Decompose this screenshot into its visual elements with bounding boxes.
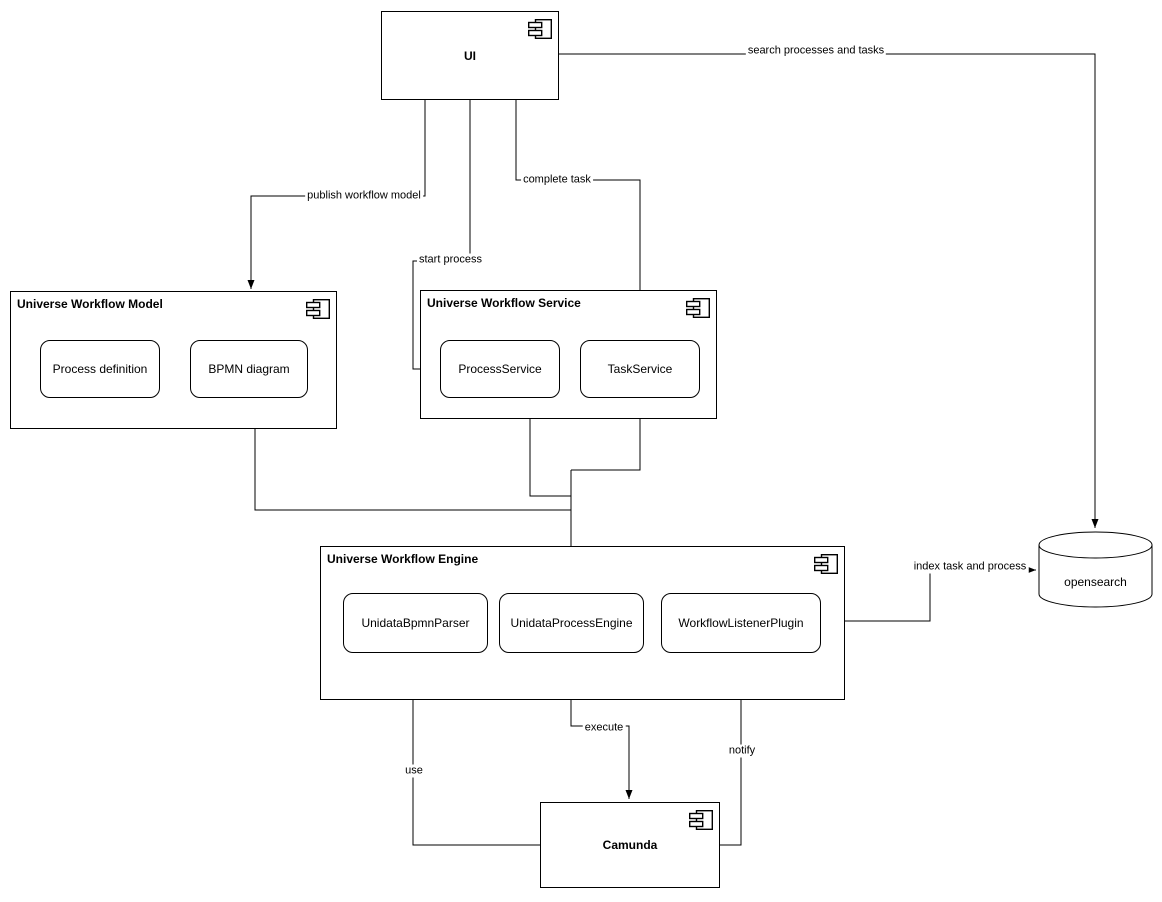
node-ui: UI [381,11,559,100]
process-service-label: ProcessService [458,362,542,376]
node-unidata-process-engine: UnidataProcessEngine [499,593,644,653]
uml-component-icon [814,554,838,574]
uml-component-icon [306,299,330,319]
edge-use-line [409,656,540,846]
edge-notify-line [720,656,745,846]
edge-search-line [559,53,1099,528]
edge-label-publish: publish workflow model [305,189,423,203]
process-definition-label: Process definition [52,362,148,376]
model-title: Universe Workflow Model [17,297,163,311]
unidata-bpmn-parser-label: UnidataBpmnParser [361,616,470,630]
edge-label-start-process: start process [417,253,484,267]
camunda-label: Camunda [602,838,658,852]
opensearch-cylinder [1038,531,1153,608]
node-universe-workflow-model: Universe Workflow Model Process definiti… [10,291,337,429]
node-universe-workflow-service: Universe Workflow Service ProcessService… [420,290,717,419]
task-service-label: TaskService [607,362,673,376]
node-process-definition: Process definition [40,340,160,398]
node-bpmn-diagram: BPMN diagram [190,340,308,398]
edge-index-line [821,566,1036,622]
node-unidata-bpmn-parser: UnidataBpmnParser [343,593,488,653]
edge-label-use: use [403,764,425,778]
uml-component-icon [689,810,713,830]
edge-model-to-engine-line [254,429,571,511]
node-process-service: ProcessService [440,340,560,398]
node-task-service: TaskService [580,340,700,398]
opensearch-label: opensearch [1064,575,1127,589]
workflow-listener-plugin-label: WorkflowListenerPlugin [678,616,804,630]
edge-processservice-to-engine-line [529,398,571,497]
edge-label-notify: notify [726,744,758,758]
uml-component-icon [528,19,552,39]
engine-title: Universe Workflow Engine [327,552,479,566]
service-title: Universe Workflow Service [427,296,581,310]
node-universe-workflow-engine: Universe Workflow Engine UnidataBpmnPars… [320,546,845,700]
bpmn-diagram-label: BPMN diagram [208,362,290,376]
edge-label-complete-task: complete task [521,173,593,187]
node-workflow-listener-plugin: WorkflowListenerPlugin [661,593,821,653]
ui-label: UI [464,48,476,63]
edge-label-execute: execute [582,721,626,735]
edge-taskservice-to-engine-line [571,398,641,471]
node-camunda: Camunda [540,802,720,888]
edge-label-search: search processes and tasks [745,44,887,58]
edge-label-index: index task and process [911,560,1029,574]
unidata-process-engine-label: UnidataProcessEngine [510,616,633,630]
uml-component-icon [686,298,710,318]
